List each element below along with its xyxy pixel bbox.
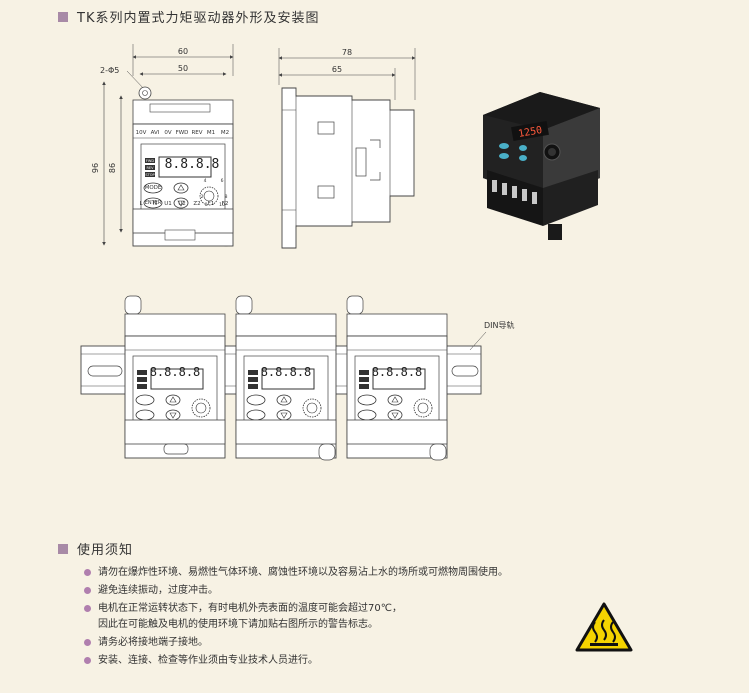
front-terminal-top: REV [191,130,202,136]
drawings-canvas: 60 50 2-Φ5 96 86 10V AVI 0V FWD REV M1 M… [80,44,600,461]
front-terminal-bottom: U2 [178,201,186,207]
knob-scale-label: 8 [225,194,228,200]
bullet-dot-icon [84,587,91,594]
rail-unit-1: 8.8.8.8 [124,295,226,459]
small-btn-label: STOP [145,173,154,177]
knob-scale-label: 10 [219,202,225,208]
front-terminal-top: M1 [207,130,215,136]
note-item: 电机在正常运转状态下，有时电机外壳表面的温度可能会超过70℃， 因此在可能触及电机… [84,601,508,633]
side-view-drawing: 78 65 [278,48,416,249]
header-square-icon [58,543,68,554]
front-terminal-top: AVI [151,130,160,136]
photo-display-digits: 1250 [517,125,543,140]
note-item: 安装、连接、检查等作业须由专业技术人员进行。 [84,653,508,669]
note-text: 请勿在爆炸性环境、易燃性气体环境、腐蚀性环境以及容易沾上水的场所或可燃物周围使用… [98,567,508,578]
front-view-drawing: 60 50 2-Φ5 96 86 10V AVI 0V FWD REV M1 M… [91,44,234,247]
rail-display-digits: 8.8.8.8 [372,365,423,379]
note-item: 避免连续振动，过度冲击。 [84,583,508,599]
enter-button-label: ENTER [145,200,162,206]
mode-button-label: MODE [145,185,162,191]
dim-width-inner: 50 [178,64,188,73]
rail-display-digits: 8.8.8.8 [150,365,201,379]
front-terminal-top: FWD [176,130,189,136]
note-item: 请务必将接地端子接地。 [84,635,508,651]
note-text-line2: 因此在可能触及电机的使用环境下请加贴右图所示的警告标志。 [98,619,378,630]
section-title-notes: 使用须知 [77,543,134,558]
notes-list: 请勿在爆炸性环境、易燃性气体环境、腐蚀性环境以及容易沾上水的场所或可燃物周围使用… [84,565,508,671]
knob-scale-label: 4 [204,178,207,184]
small-btn-label: REV [146,166,154,170]
din-rail-label: DIN导轨 [484,320,515,330]
front-display-digits: 8.8.8.8 [165,157,220,172]
knob-scale-label: 6 [221,178,224,184]
dim-width-outer: 60 [178,47,188,56]
dim-depth-outer: 78 [342,48,352,57]
front-terminal-bottom: F2 [222,201,229,207]
note-text: 电机在正常运转状态下，有时电机外壳表面的温度可能会超过70℃， [98,603,402,614]
bullet-dot-icon [84,657,91,664]
front-terminal-top: 10V [136,130,147,136]
product-photo: 1250 [483,92,600,240]
bullet-dot-icon [84,639,91,646]
section-header-notes: 使用须知 [58,539,133,558]
dim-height-inner: 86 [108,163,117,173]
note-item: 请勿在爆炸性环境、易燃性气体环境、腐蚀性环境以及容易沾上水的场所或可燃物周围使用… [84,565,508,581]
note-text: 安装、连接、检查等作业须由专业技术人员进行。 [98,655,318,666]
hot-surface-warning-icon [575,602,633,652]
front-terminal-bottom: N [153,201,157,207]
front-terminal-bottom: L [139,201,143,207]
knob-scale-label: 2 [201,194,204,200]
dim-depth-inner: 65 [332,65,342,74]
rail-display-digits: 8.8.8.8 [261,365,312,379]
rail-unit-3: 8.8.8.8 [346,295,448,461]
section-title-outline: TK系列内置式力矩驱动器外形及安装图 [77,11,320,26]
rail-unit-2: 8.8.8.8 [235,295,337,461]
front-terminal-bottom: F1 [208,201,215,207]
dim-hole: 2-Φ5 [100,66,119,75]
section-header-outline: TK系列内置式力矩驱动器外形及安装图 [58,7,319,26]
bullet-dot-icon [84,569,91,576]
dim-height-outer: 96 [91,163,100,173]
front-terminal-bottom: U1 [164,201,172,207]
front-terminal-bottom: Z2 [193,201,200,207]
front-terminal-top: M2 [221,130,229,136]
note-text: 请务必将接地端子接地。 [98,637,208,648]
small-btn-label: FWD [146,159,154,163]
bullet-dot-icon [84,605,91,612]
knob-scale-label: 0 [205,202,208,208]
din-rail-drawing: DIN导轨 8.8.8.8 8.8.8.8 8.8.8.8 [80,295,515,461]
header-square-icon [58,11,68,22]
note-text: 避免连续振动，过度冲击。 [98,585,218,596]
front-terminal-top: 0V [164,130,171,136]
